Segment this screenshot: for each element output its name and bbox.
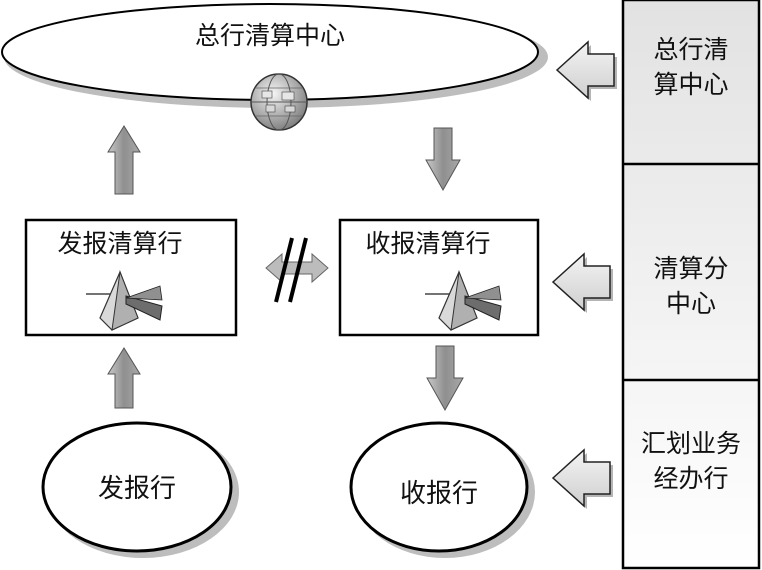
sending-bank-ellipse (41, 421, 233, 553)
legend-item-headquarters-line2: 算中心 (653, 70, 728, 99)
headquarters-label: 总行清算中心 (195, 21, 345, 50)
prism-icon (425, 270, 502, 331)
legend-arrow-clearing-center (551, 252, 613, 313)
blocked-link-arrow (265, 237, 329, 303)
receiving-center-node: 收报清算行 (338, 218, 540, 337)
globe-icon (250, 73, 308, 131)
receiving-bank-ellipse (349, 421, 529, 553)
sending-center-node: 发报清算行 (24, 218, 238, 337)
down-arrow-from-headquarters (425, 127, 461, 192)
legend-frame (621, 0, 761, 570)
legend-arrow-branch (551, 448, 613, 509)
legend-item-branch-line2: 经办行 (653, 464, 728, 493)
legend-item-headquarters-line1: 总行清 (653, 35, 728, 64)
up-arrow-to-sending-center (107, 347, 141, 409)
sending-bank-node: 发报行 (41, 421, 239, 558)
headquarters-node: 总行清算中心 (1, 3, 548, 131)
up-arrow-to-headquarters (107, 125, 141, 195)
sending-center-label: 发报清算行 (57, 229, 182, 258)
receiving-bank-label: 收报行 (400, 479, 478, 509)
receiving-bank-node: 收报行 (349, 421, 535, 558)
double-slash-icon (274, 237, 308, 303)
legend-arrow-headquarters (555, 40, 617, 101)
legend-panel: 总行清 算中心 清算分 中心 汇划业务 经办行 (621, 0, 761, 570)
prism-icon (86, 270, 163, 331)
down-arrow-to-receiving-bank (426, 345, 464, 412)
legend-item-clearing-center-line1: 清算分 (653, 254, 728, 283)
legend-item-branch-line1: 汇划业务 (641, 429, 741, 458)
receiving-center-label: 收报清算行 (365, 229, 490, 258)
receiving-center-box (338, 218, 540, 337)
sending-bank-label: 发报行 (98, 474, 176, 504)
legend-item-clearing-center-line2: 中心 (666, 289, 716, 318)
